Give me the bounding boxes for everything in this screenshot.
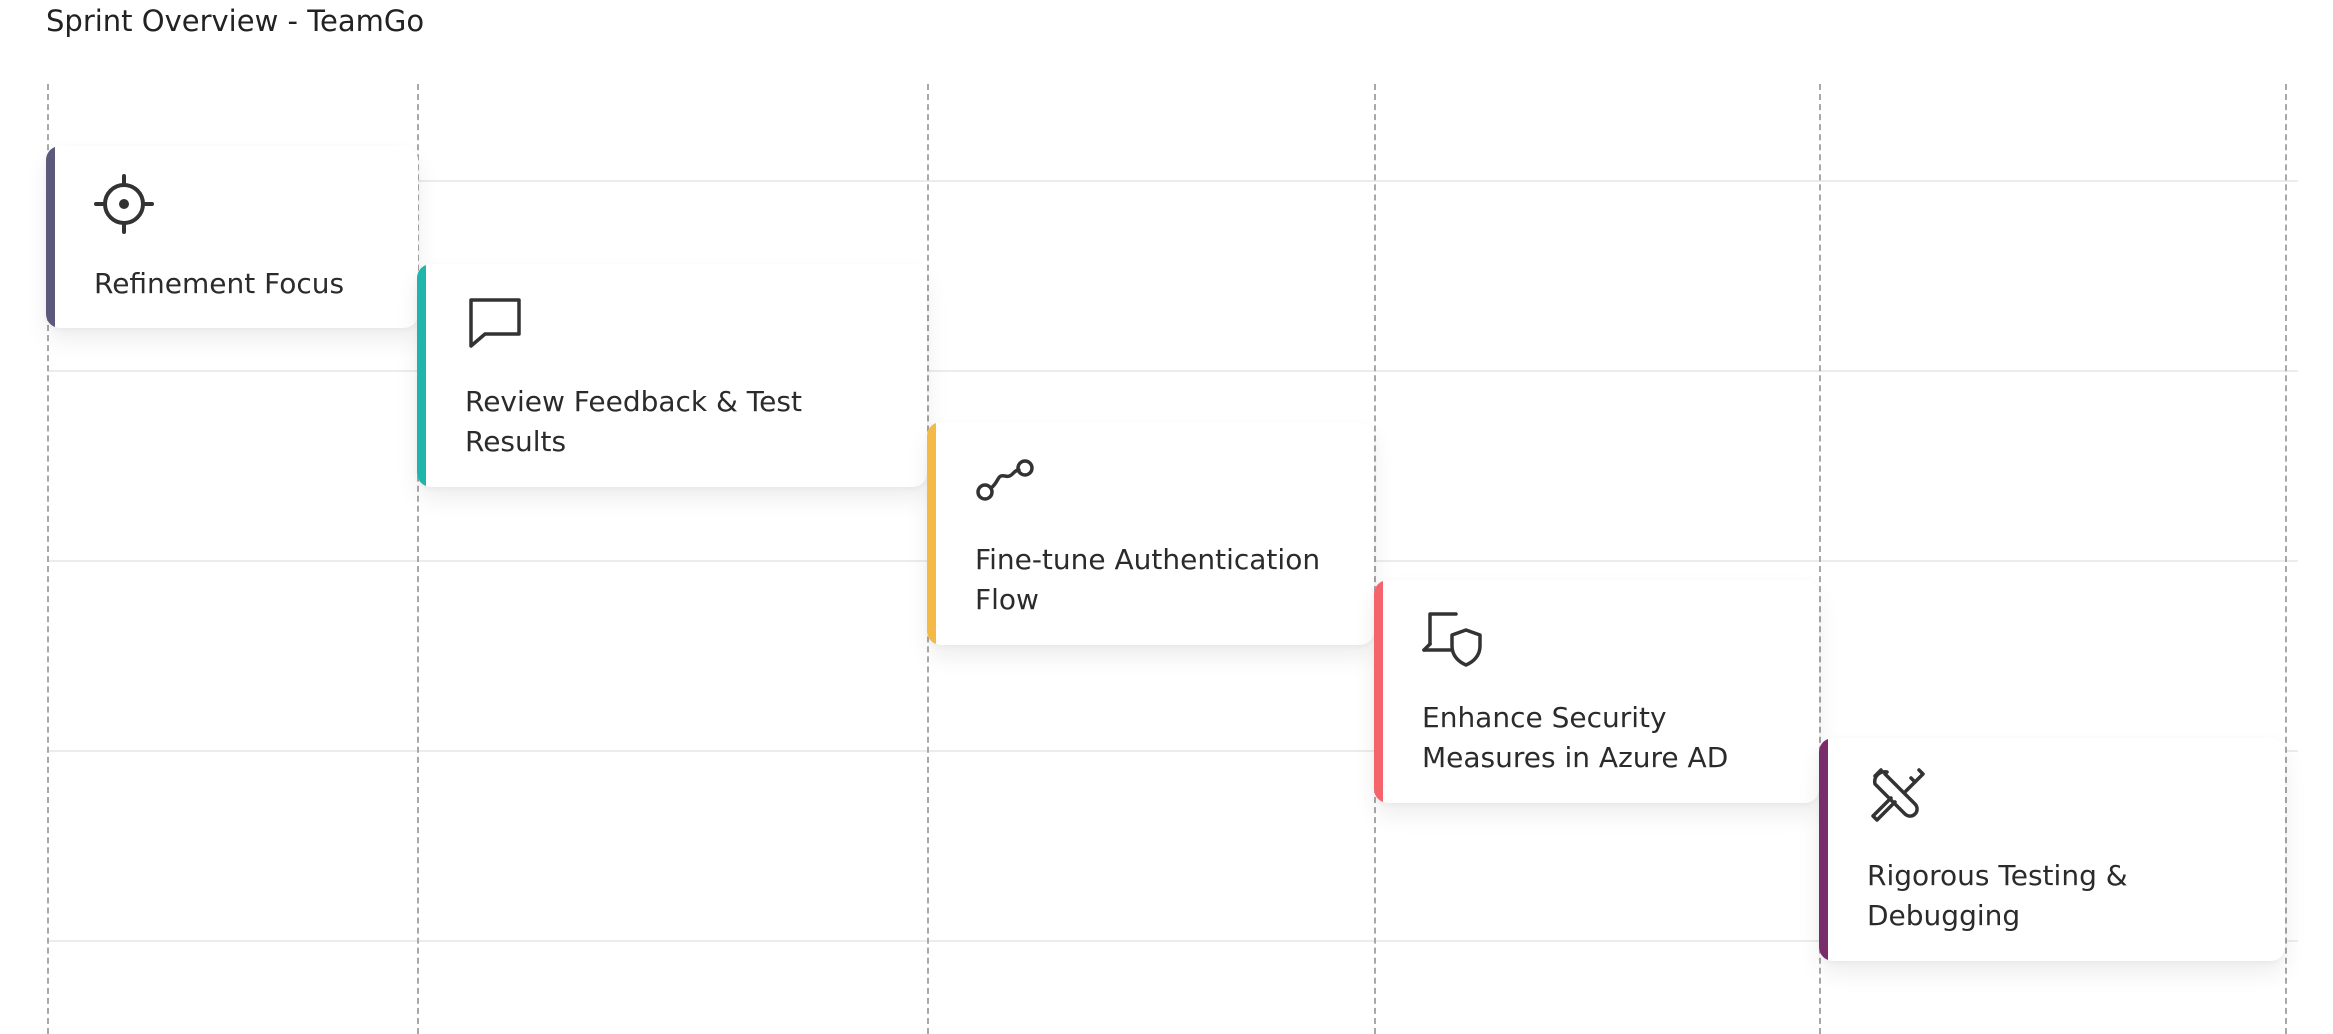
step-card-review-feedback[interactable]: Review Feedback & Test Results — [417, 264, 927, 487]
grid-column-line — [417, 84, 419, 1034]
grid-column-line — [47, 84, 49, 1034]
step-label: Refinement Focus — [94, 267, 345, 300]
step-card-refinement-focus[interactable]: Refinement Focus — [46, 146, 418, 328]
grid-row-line — [48, 940, 2298, 942]
step-label: Rigorous Testing & Debugging — [1867, 859, 2128, 932]
laptop-shield-icon — [1420, 606, 1484, 670]
tools-icon — [1865, 764, 1929, 828]
step-label: Fine-tune Authentication Flow — [975, 543, 1321, 616]
step-card-fine-tune-authentication[interactable]: Fine-tune Authentication Flow — [927, 422, 1374, 645]
path-nodes-icon — [973, 448, 1037, 512]
step-card-rigorous-testing[interactable]: Rigorous Testing & Debugging — [1819, 738, 2285, 961]
grid-column-line — [2285, 84, 2287, 1034]
page-title: Sprint Overview - TeamGo — [46, 4, 425, 38]
target-icon — [92, 172, 156, 236]
step-card-enhance-security[interactable]: Enhance Security Measures in Azure AD — [1374, 580, 1819, 803]
card-accent-bar — [417, 264, 426, 487]
grid-row-line — [48, 180, 2298, 182]
step-label: Enhance Security Measures in Azure AD — [1422, 701, 1729, 774]
grid-column-line — [1819, 84, 1821, 1034]
grid-row-line — [48, 370, 2298, 372]
message-square-icon — [463, 290, 527, 354]
card-accent-bar — [1819, 738, 1828, 961]
grid-column-line — [1374, 84, 1376, 1034]
grid-row-line — [48, 750, 2298, 752]
card-accent-bar — [46, 146, 55, 328]
step-label: Review Feedback & Test Results — [465, 385, 802, 458]
card-accent-bar — [927, 422, 936, 645]
card-accent-bar — [1374, 580, 1383, 803]
